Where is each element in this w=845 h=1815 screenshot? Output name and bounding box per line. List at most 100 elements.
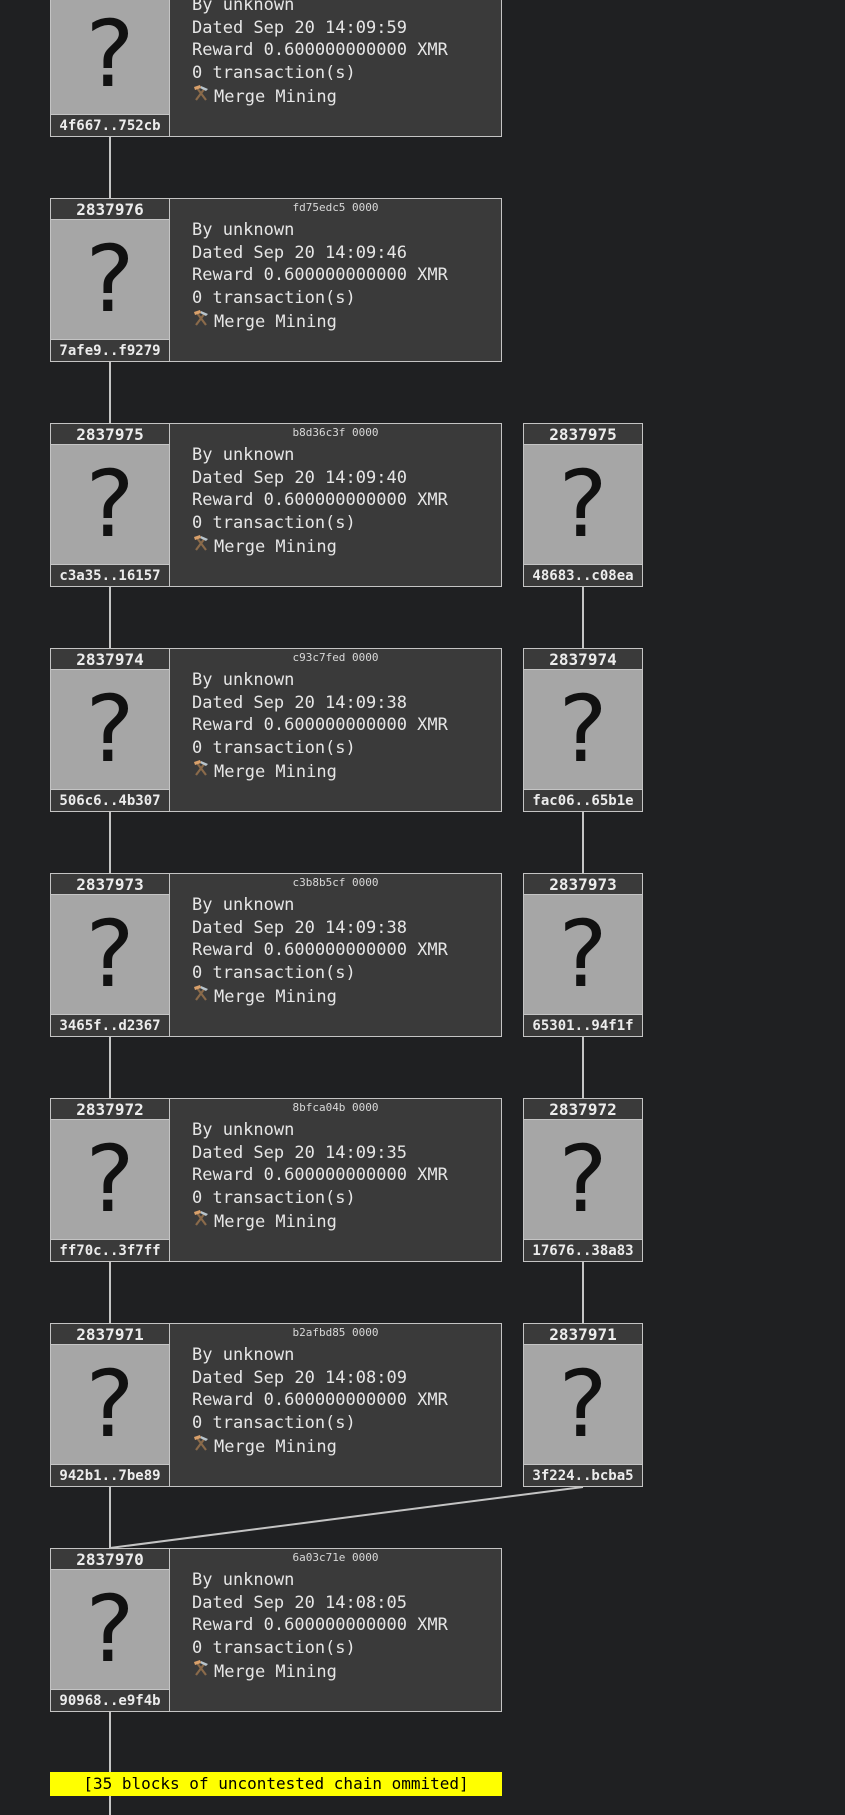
alt-block-thumbnail[interactable]: 2837973? 65301..94f1f	[523, 873, 643, 1037]
block-height: 2837973	[51, 874, 169, 895]
hammer-pick-icon	[192, 984, 214, 1009]
merge-mining-label: Merge Mining	[214, 537, 337, 557]
main-block-thumbnail[interactable]: 2837971?942b1..7be89	[50, 1323, 170, 1487]
block-reward: Reward 0.600000000000 XMR	[192, 1390, 448, 1410]
block-date: Dated Sep 20 14:09:59	[192, 17, 407, 38]
block-id-header: c3b8b5cf 0000	[292, 876, 379, 889]
main-block-thumbnail[interactable]: 2837976?7afe9..f9279	[50, 198, 170, 362]
merge-mining-label: Merge Mining	[214, 987, 337, 1007]
block-hash[interactable]: 942b1..7be89	[51, 1464, 169, 1486]
block-date: Dated Sep 20 14:08:09	[192, 1367, 407, 1388]
main-block-thumbnail[interactable]: 2837972? ff70c..3f7ff	[50, 1098, 170, 1262]
alt-block-thumbnail[interactable]: 2837971?3f224..bcba5	[523, 1323, 643, 1487]
block-reward: Reward 0.600000000000 XMR	[192, 490, 448, 510]
hammer-pick-icon	[192, 534, 214, 559]
block-miner: By unknown	[192, 895, 295, 915]
block-height: 2837975	[51, 424, 169, 445]
block-miner: By unknown	[192, 670, 295, 690]
block-id-header: 6a03c71e 0000	[292, 1551, 379, 1564]
block-miner: By unknown	[192, 0, 295, 15]
block-height: 2837971	[51, 1324, 169, 1345]
main-block-thumbnail[interactable]: ? 4f667..752cb	[50, 0, 170, 137]
unknown-pool-icon: ?	[558, 451, 608, 558]
unknown-pool-icon: ?	[558, 1351, 608, 1458]
block-tx-count: 0 transaction(s)	[192, 1412, 356, 1433]
merge-mining-row: Merge Mining	[192, 534, 448, 557]
merge-mining-row: Merge Mining	[192, 759, 448, 782]
hammer-pick-icon	[192, 1209, 214, 1234]
alt-block-thumbnail[interactable]: 2837972? 17676..38a83	[523, 1098, 643, 1262]
block-height: 2837972	[524, 1099, 642, 1120]
block-height: 2837970	[51, 1549, 169, 1570]
block-date: Dated Sep 20 14:09:40	[192, 467, 407, 488]
unknown-pool-icon: ?	[85, 451, 135, 558]
omitted-blocks-banner: [35 blocks of uncontested chain ommited]	[50, 1772, 502, 1796]
block-date: Dated Sep 20 14:09:38	[192, 917, 407, 938]
block-height: 2837974	[524, 649, 642, 670]
block-id-header: fd75edc5 0000	[292, 201, 379, 214]
block-tx-count: 0 transaction(s)	[192, 512, 356, 533]
unknown-pool-icon: ?	[85, 226, 135, 333]
merge-mining-row: Merge Mining	[192, 1434, 448, 1457]
block-miner: By unknown	[192, 1345, 295, 1365]
hammer-pick-icon	[192, 84, 214, 109]
block-tx-count: 0 transaction(s)	[192, 737, 356, 758]
block-height: 2837972	[51, 1099, 169, 1120]
main-block-thumbnail[interactable]: 2837973? 3465f..d2367	[50, 873, 170, 1037]
block-hash[interactable]: 90968..e9f4b	[51, 1689, 169, 1711]
merge-mining-row: Merge Mining	[192, 984, 448, 1007]
main-block-thumbnail[interactable]: 2837975? c3a35..16157	[50, 423, 170, 587]
alt-block-thumbnail[interactable]: 2837974? fac06..65b1e	[523, 648, 643, 812]
unknown-pool-icon: ?	[558, 676, 608, 783]
block-tx-count: 0 transaction(s)	[192, 287, 356, 308]
block-miner: By unknown	[192, 1570, 295, 1590]
unknown-pool-icon: ?	[558, 1126, 608, 1233]
merge-mining-label: Merge Mining	[214, 312, 337, 332]
block-hash[interactable]: 3f224..bcba5	[524, 1464, 642, 1486]
block-hash[interactable]: 65301..94f1f	[524, 1014, 642, 1036]
block-reward: Reward 0.600000000000 XMR	[192, 265, 448, 285]
unknown-pool-icon: ?	[558, 901, 608, 1008]
unknown-pool-icon: ?	[85, 1, 135, 108]
merge-mining-label: Merge Mining	[214, 1662, 337, 1682]
block-hash[interactable]: 3465f..d2367	[51, 1014, 169, 1036]
block-hash[interactable]: 4f667..752cb	[51, 114, 169, 136]
block-reward: Reward 0.600000000000 XMR	[192, 940, 448, 960]
main-block-thumbnail[interactable]: 2837974?506c6..4b307	[50, 648, 170, 812]
merge-mining-row: Merge Mining	[192, 1209, 448, 1232]
unknown-pool-icon: ?	[85, 1126, 135, 1233]
merge-mining-row: Merge Mining	[192, 84, 448, 107]
block-hash[interactable]: 7afe9..f9279	[51, 339, 169, 361]
unknown-pool-icon: ?	[85, 901, 135, 1008]
block-miner: By unknown	[192, 220, 295, 240]
unknown-pool-icon: ?	[85, 676, 135, 783]
fork-link	[109, 1486, 584, 1549]
block-height: 2837975	[524, 424, 642, 445]
alt-block-thumbnail[interactable]: 2837975? 48683..c08ea	[523, 423, 643, 587]
unknown-pool-icon: ?	[85, 1576, 135, 1683]
block-hash[interactable]: ff70c..3f7ff	[51, 1239, 169, 1261]
main-block-thumbnail[interactable]: 2837970? 90968..e9f4b	[50, 1548, 170, 1712]
merge-mining-label: Merge Mining	[214, 1212, 337, 1232]
block-tx-count: 0 transaction(s)	[192, 1187, 356, 1208]
block-hash[interactable]: c3a35..16157	[51, 564, 169, 586]
block-hash[interactable]: 506c6..4b307	[51, 789, 169, 811]
hammer-pick-icon	[192, 1434, 214, 1459]
block-date: Dated Sep 20 14:09:38	[192, 692, 407, 713]
block-hash[interactable]: fac06..65b1e	[524, 789, 642, 811]
block-miner: By unknown	[192, 1120, 295, 1140]
block-height: 2837973	[524, 874, 642, 895]
block-hash[interactable]: 48683..c08ea	[524, 564, 642, 586]
block-hash[interactable]: 17676..38a83	[524, 1239, 642, 1261]
block-reward: Reward 0.600000000000 XMR	[192, 1165, 448, 1185]
block-id-header: 8bfca04b 0000	[292, 1101, 379, 1114]
merge-mining-row: Merge Mining	[192, 1659, 448, 1682]
